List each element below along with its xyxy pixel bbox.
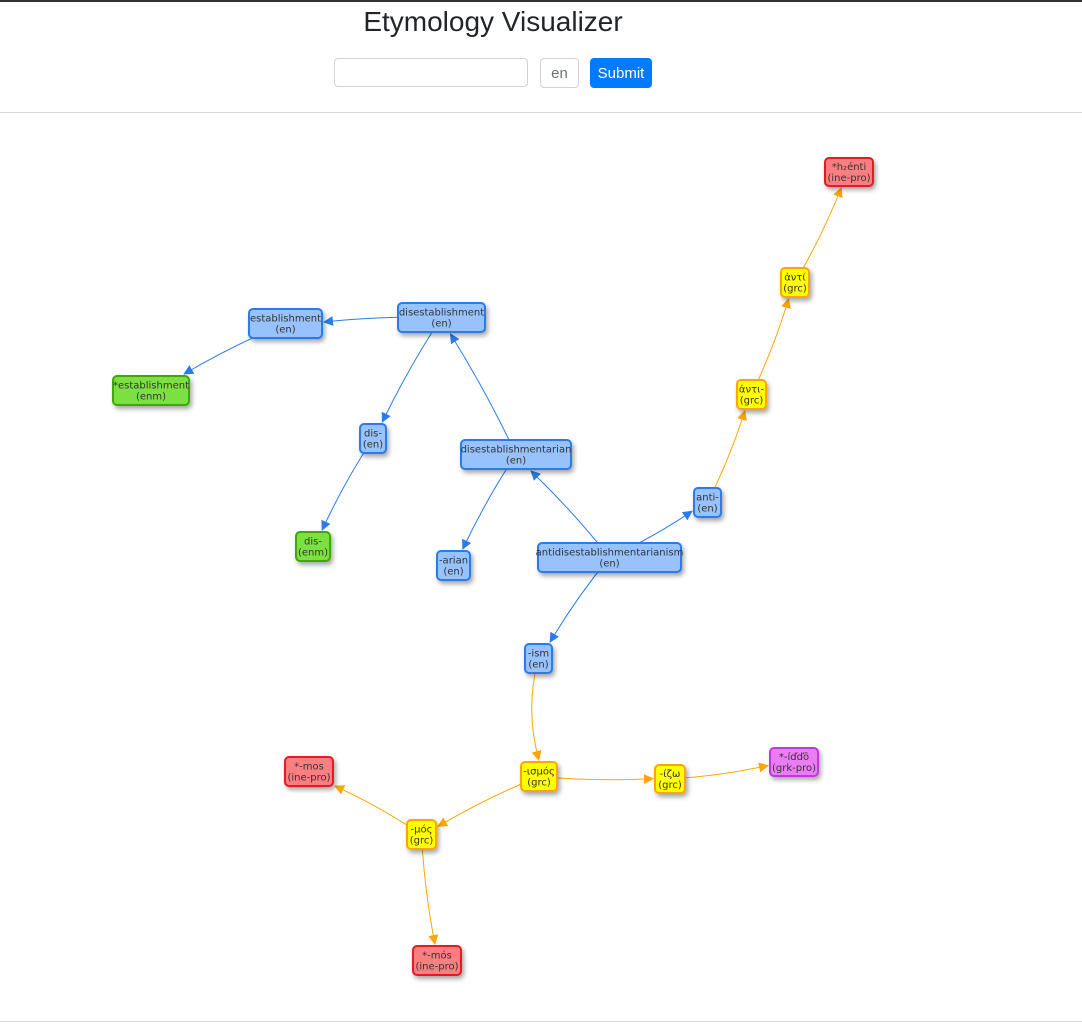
graph-node-ismos[interactable]: -ισμός(grc): [520, 761, 558, 792]
node-word-label: *-mós: [422, 950, 452, 962]
node-lang-label: (grk-pro): [772, 763, 816, 774]
node-box: [436, 550, 471, 581]
node-word-label: antidisestablishmentarianism: [536, 548, 684, 559]
language-input[interactable]: [540, 58, 579, 88]
node-word-label: -μός: [411, 824, 433, 836]
node-lang-label: (ine-pro): [827, 173, 870, 184]
node-word-label: -arian: [439, 556, 468, 567]
graph-node-iddo[interactable]: *-íďďō(grk-pro): [769, 747, 819, 777]
node-lang-label: (en): [443, 567, 463, 578]
node-box: [295, 531, 331, 562]
graph-node-anti_grc2[interactable]: ἀντί(grc): [780, 267, 810, 298]
graph-node-ism[interactable]: -ism(en): [524, 643, 553, 674]
node-word-label: ἀντί: [784, 272, 806, 284]
node-word-label: -ίζω: [660, 768, 681, 780]
graph-node-establishment[interactable]: establishment(en): [248, 308, 323, 339]
node-lang-label: (en): [363, 440, 383, 451]
node-box: [769, 747, 819, 777]
node-box: [412, 945, 462, 976]
graph-node-dis_en[interactable]: dis-(en): [359, 423, 387, 454]
node-lang-label: (en): [275, 325, 295, 336]
node-word-label: anti-: [696, 493, 719, 504]
node-box: [248, 308, 323, 339]
graph-node-mos_ine2[interactable]: *-mós(ine-pro): [412, 945, 462, 976]
node-lang-label: (grc): [410, 836, 434, 847]
graph-node-h2enti[interactable]: *h₂énti(ine-pro): [824, 157, 874, 187]
submit-button[interactable]: Submit: [590, 58, 652, 88]
node-word-label: -ισμός: [523, 766, 555, 778]
node-lang-label: (enm): [298, 548, 328, 559]
node-lang-label: (ine-pro): [415, 962, 458, 973]
page-title: Etymology Visualizer: [363, 6, 623, 37]
nodes-layer: antidisestablishmentarianism(en)disestab…: [112, 157, 874, 976]
node-box: [460, 439, 572, 470]
node-word-label: *h₂énti: [832, 161, 867, 173]
node-box: [780, 267, 810, 298]
edge-disestablishment-to-dis_en: [381, 317, 442, 423]
node-box: [359, 423, 387, 454]
node-lang-label: (grc): [527, 778, 551, 789]
node-word-label: *-mos: [294, 762, 324, 773]
node-box: [524, 643, 553, 674]
graph-node-establishment_enm[interactable]: *establishment(enm): [112, 375, 190, 406]
node-box: [284, 756, 334, 787]
graph-node-izo[interactable]: -ίζω(grc): [654, 764, 686, 794]
node-word-label: dis-: [364, 429, 382, 440]
graph-node-anti_grc[interactable]: ἀντι-(grc): [736, 379, 767, 410]
graph-node-arian[interactable]: -arian(en): [436, 550, 471, 581]
node-box: [406, 819, 437, 850]
header-divider: [0, 112, 1082, 113]
word-input[interactable]: [334, 58, 528, 87]
node-word-label: -ism: [528, 649, 549, 660]
node-box: [537, 542, 682, 573]
graph-node-anti_en[interactable]: anti-(en): [693, 487, 722, 518]
node-word-label: establishment: [250, 314, 321, 325]
node-box: [693, 487, 722, 518]
node-lang-label: (en): [506, 456, 526, 467]
node-word-label: dis-: [304, 537, 322, 548]
node-box: [824, 157, 874, 187]
node-box: [397, 302, 486, 333]
node-box: [112, 375, 190, 406]
etymology-graph[interactable]: antidisestablishmentarianism(en)disestab…: [0, 113, 1082, 1020]
node-lang-label: (enm): [136, 392, 166, 403]
node-lang-label: (en): [528, 660, 548, 671]
node-box: [654, 764, 686, 794]
graph-node-antidisestablishmentarianism[interactable]: antidisestablishmentarianism(en): [536, 542, 684, 573]
edge-mos_grc-to-mos_ine2: [421, 834, 439, 945]
node-box: [520, 761, 558, 792]
node-lang-label: (en): [697, 504, 717, 515]
node-lang-label: (en): [599, 559, 619, 570]
node-lang-label: (en): [431, 319, 451, 330]
edges-layer: [183, 187, 843, 945]
node-lang-label: (grc): [783, 284, 807, 295]
graph-node-mos_grc[interactable]: -μός(grc): [406, 819, 437, 850]
node-word-label: disestablishment: [399, 308, 484, 319]
node-lang-label: (ine-pro): [287, 773, 330, 784]
node-word-label: *establishment: [113, 381, 189, 392]
node-box: [736, 379, 767, 410]
edge-disestablishmentarian-to-disestablishment: [449, 333, 517, 455]
graph-node-mos_ine1[interactable]: *-mos(ine-pro): [284, 756, 334, 787]
footer-divider: [0, 1021, 1082, 1022]
node-lang-label: (grc): [658, 780, 682, 791]
graph-node-disestablishmentarian[interactable]: disestablishmentarian(en): [460, 439, 572, 470]
node-word-label: disestablishmentarian: [461, 445, 572, 456]
window-top-border: [0, 0, 1082, 2]
graph-node-disestablishment[interactable]: disestablishment(en): [397, 302, 486, 333]
node-lang-label: (grc): [740, 396, 764, 407]
graph-node-dis_enm[interactable]: dis-(enm): [295, 531, 331, 562]
node-word-label: ἀντι-: [739, 384, 765, 396]
node-word-label: *-íďďō: [779, 751, 809, 763]
